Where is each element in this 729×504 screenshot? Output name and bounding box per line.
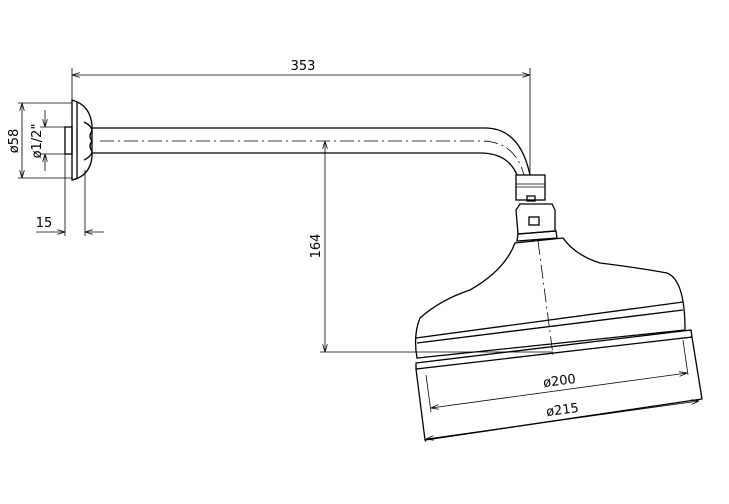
arm-length-label: 353: [291, 59, 316, 74]
dimension-head-outer-diameter: ø215: [424, 401, 699, 443]
dimension-arm-length: 353: [71, 59, 531, 175]
dimension-flange-diameter: ø58: [7, 102, 72, 179]
wall-offset-label: 15: [36, 216, 53, 231]
dimension-wall-offset: 15: [36, 154, 104, 236]
head-outer-diameter-label: ø215: [545, 401, 579, 420]
shower-arm-pipe: [92, 127, 531, 176]
wall-flange: [64, 99, 93, 181]
drop-height-label: 164: [309, 234, 324, 259]
dimension-head-inner-diameter: ø200: [425, 339, 689, 413]
flange-diameter-label: ø58: [7, 129, 22, 154]
swivel-joint: [515, 174, 558, 242]
thread-size-label: ø1/2": [30, 124, 45, 159]
dimension-drop-height: 164: [309, 141, 553, 353]
dimension-thread-size: ø1/2": [30, 110, 65, 171]
head-inner-diameter-label: ø200: [542, 372, 576, 391]
